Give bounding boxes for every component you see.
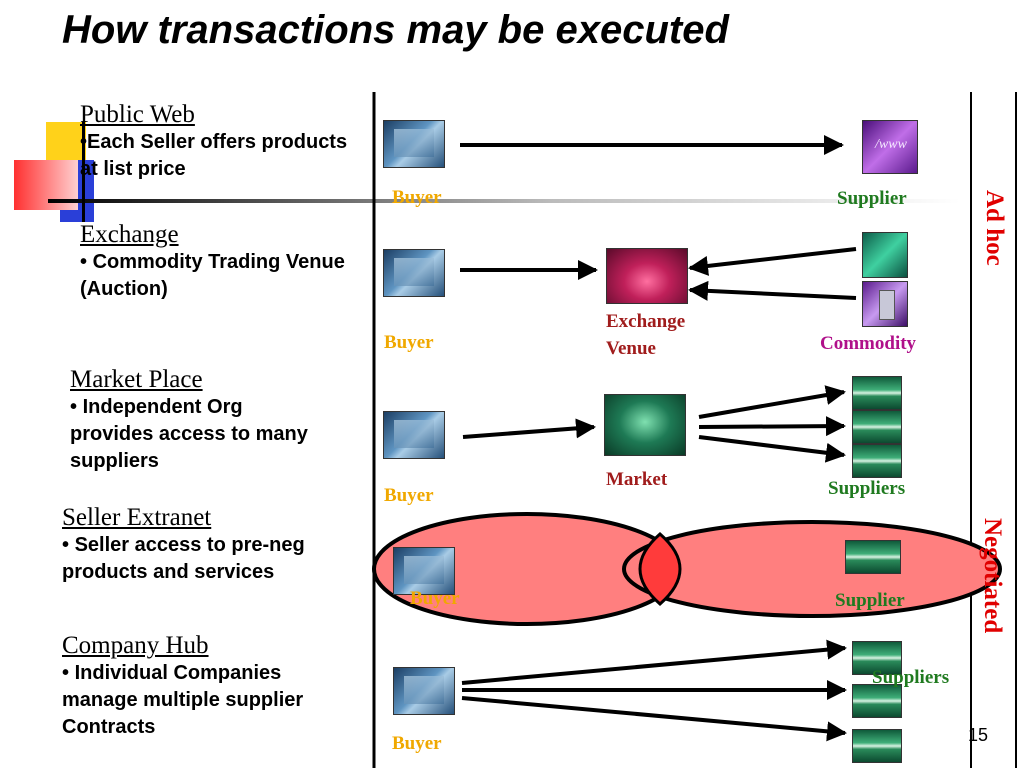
- supplier-icon: [845, 540, 901, 574]
- supplier-icon: [852, 641, 902, 675]
- ad-hoc-label: Ad hoc: [981, 190, 1008, 266]
- row-heading: Market Place: [70, 366, 203, 393]
- overlap-region: [638, 532, 682, 606]
- bullet: •: [80, 251, 88, 273]
- computer-user-icon: [383, 120, 445, 168]
- computer-user-icon: [393, 547, 455, 595]
- arrow-hub-supplier1: [461, 639, 847, 685]
- market-label: Market: [606, 469, 668, 490]
- row-description: Commodity Trading Venue (Auction): [80, 251, 345, 300]
- buyer-label: Buyer: [392, 733, 442, 754]
- suppliers-label: Suppliers: [828, 478, 906, 499]
- row-description: Individual Companies manage multiple sup…: [62, 662, 304, 738]
- buyer-label: Buyer: [384, 332, 434, 353]
- arrow-buyer-market: [462, 418, 596, 439]
- arrow-market-supplier2: [698, 416, 846, 437]
- commodity-label: Commodity: [820, 333, 917, 354]
- market-meeting-icon: [604, 394, 686, 456]
- computer-user-icon: [383, 249, 445, 297]
- arrow-hub-supplier3: [461, 696, 847, 742]
- supplier-label: Supplier: [835, 590, 905, 611]
- supplier-icon: [852, 376, 902, 410]
- row-heading: Public Web: [80, 101, 195, 128]
- row-description: Independent Org provides access to many …: [70, 396, 308, 472]
- row-market-place: Market Place • Independent Org provides …: [70, 366, 320, 475]
- server-icon: [862, 281, 908, 327]
- www-glyph: /www: [875, 137, 907, 152]
- supplier-icon: [852, 444, 902, 478]
- row-description: Each Seller offers products at list pric…: [80, 131, 348, 180]
- bullet: •: [62, 662, 70, 684]
- bullet: •: [80, 131, 88, 153]
- computer-user-icon: [383, 411, 445, 459]
- row-heading: Company Hub: [62, 632, 209, 659]
- page-number: 15: [968, 725, 989, 745]
- suppliers-label: Suppliers: [872, 667, 950, 688]
- negotiated-label: Negotiated: [979, 518, 1006, 634]
- row-seller-extranet: Seller Extranet • Seller access to pre-n…: [62, 504, 347, 586]
- buyer-label: Buyer: [392, 187, 442, 208]
- row-public-web: Public Web •Each Seller offers products …: [80, 101, 360, 183]
- arrow-supplier2-exchange: [688, 280, 857, 301]
- buyer-label: Buyer: [384, 485, 434, 506]
- row-description: Seller access to pre-neg products and se…: [62, 534, 305, 583]
- supplier-icon: [852, 729, 902, 763]
- row-exchange: Exchange • Commodity Trading Venue (Auct…: [80, 221, 360, 303]
- exchange-venue-label: Exchange Venue: [606, 308, 685, 362]
- exchange-floor-icon: [606, 248, 688, 304]
- exchange-venue-line-2: Venue: [606, 338, 656, 359]
- www-icon: /www: [862, 120, 918, 174]
- bullet: •: [62, 534, 70, 556]
- supplier-ellipse: [622, 520, 1002, 618]
- supplier-icon: [852, 410, 902, 444]
- row-company-hub: Company Hub • Individual Companies manag…: [62, 632, 332, 741]
- row-heading: Seller Extranet: [62, 504, 212, 531]
- computer-user-icon: [393, 667, 455, 715]
- commodity-icon: [862, 232, 908, 278]
- page-title: How transactions may be executed: [62, 8, 729, 52]
- buyer-label: Buyer: [410, 588, 460, 609]
- supplier-label: Supplier: [837, 188, 907, 209]
- bullet: •: [70, 396, 78, 418]
- exchange-venue-line-1: Exchange: [606, 311, 686, 332]
- decor-horizontal-rule: [48, 199, 960, 203]
- arrow-market-supplier3: [698, 435, 846, 463]
- decor-vertical-rule: [82, 122, 85, 222]
- arrow-supplier1-exchange: [688, 247, 857, 276]
- supplier-icon: [852, 684, 902, 718]
- arrow-market-supplier1: [698, 385, 846, 419]
- row-heading: Exchange: [80, 221, 179, 248]
